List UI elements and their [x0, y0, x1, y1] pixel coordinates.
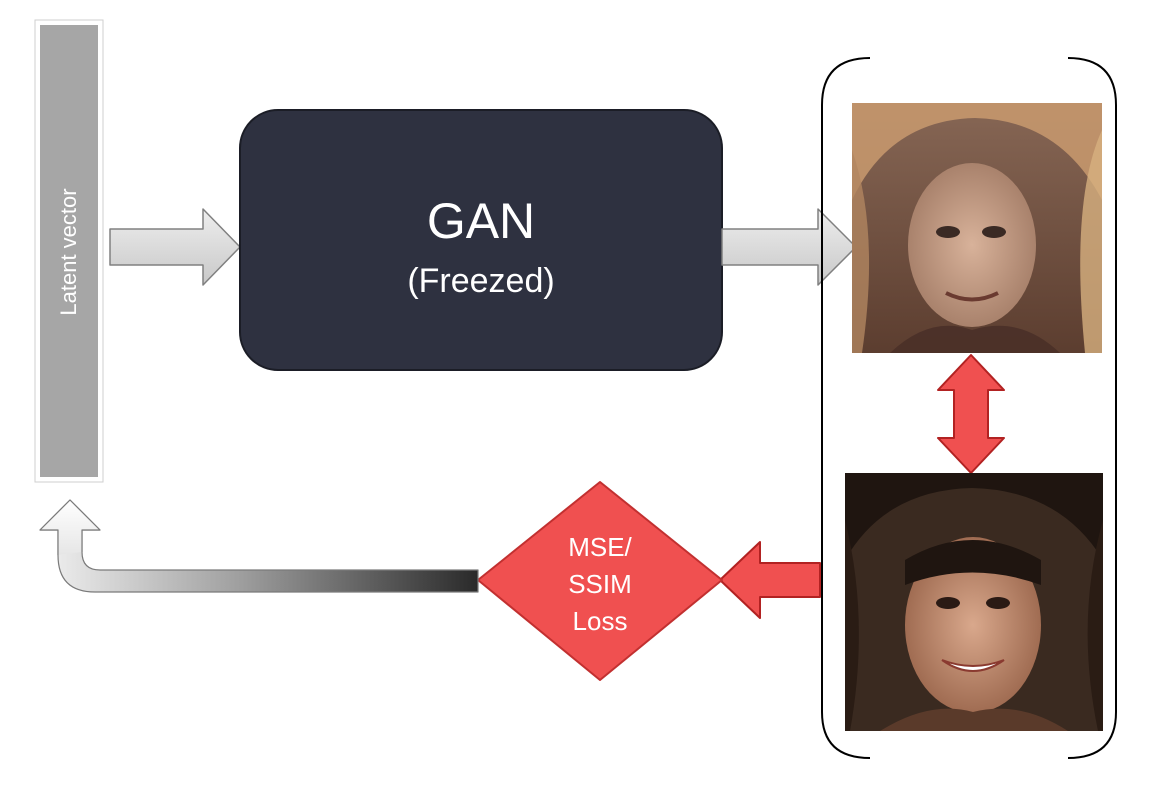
- gan-generator-box: GAN (Freezed): [239, 109, 723, 371]
- latent-to-gan-arrow: [109, 208, 241, 286]
- gan-title: GAN: [427, 193, 535, 249]
- image-group-bracket: [821, 57, 1117, 759]
- latent-vector-label: Latent vector: [56, 188, 81, 315]
- latent-vector-bar: Latent vector: [34, 19, 104, 483]
- loss-line-2: SSIM: [568, 569, 632, 599]
- generated-face-image: [852, 103, 1102, 353]
- loss-line-1: MSE/: [568, 532, 632, 562]
- loss-diamond: MSE/ SSIM Loss: [477, 481, 723, 681]
- gan-subtitle: (Freezed): [407, 262, 554, 300]
- images-to-loss-arrow: [719, 541, 821, 619]
- target-face-image: [845, 473, 1103, 731]
- comparison-double-arrow: [937, 354, 1005, 474]
- loss-to-latent-return-arrow: [39, 499, 479, 593]
- loss-line-3: Loss: [573, 606, 628, 636]
- gan-to-output-arrow: [721, 208, 857, 286]
